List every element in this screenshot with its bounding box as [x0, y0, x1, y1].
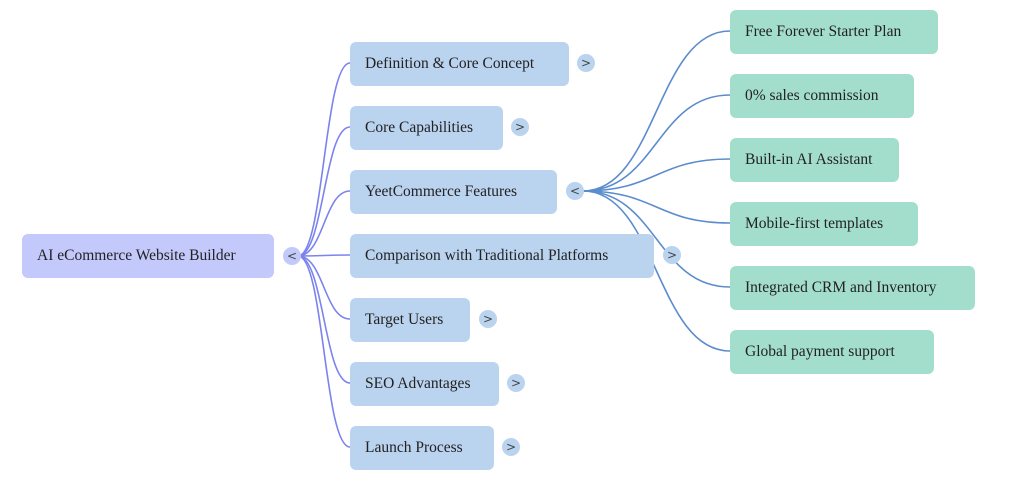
branch-node-comparison[interactable]: Comparison with Traditional Platforms: [350, 234, 654, 278]
branch-expand-toggle-seo-advantages[interactable]: >: [507, 374, 525, 392]
root-link-1: [297, 126, 351, 257]
chevron-right-icon: >: [514, 120, 526, 134]
chevron-right-icon: >: [505, 440, 517, 454]
branch-node-definition[interactable]: Definition & Core Concept: [350, 42, 569, 86]
branch-label: SEO Advantages: [365, 375, 471, 392]
chevron-right-icon: >: [666, 248, 678, 262]
leaf-node-crm-inventory[interactable]: Integrated CRM and Inventory: [730, 266, 975, 310]
feature-link-1: [582, 94, 731, 192]
branch-node-target-users[interactable]: Target Users: [350, 298, 470, 342]
root-link-2: [297, 190, 351, 257]
root-link-6: [297, 255, 351, 448]
branch-collapse-toggle-yeetcommerce-features[interactable]: <: [566, 182, 584, 200]
chevron-right-icon: >: [482, 312, 494, 326]
leaf-label: 0% sales commission: [745, 87, 879, 104]
chevron-right-icon: >: [580, 56, 592, 70]
feature-link-2: [582, 158, 731, 192]
root-node[interactable]: AI eCommerce Website Builder: [22, 234, 274, 278]
branch-label: Launch Process: [365, 439, 463, 456]
root-link-0: [297, 62, 351, 257]
branch-expand-toggle-definition[interactable]: >: [577, 54, 595, 72]
root-node-label: AI eCommerce Website Builder: [37, 247, 236, 264]
branch-node-launch-process[interactable]: Launch Process: [350, 426, 494, 470]
chevron-right-icon: >: [510, 376, 522, 390]
branch-node-seo-advantages[interactable]: SEO Advantages: [350, 362, 499, 406]
leaf-node-ai-assistant[interactable]: Built-in AI Assistant: [730, 138, 899, 182]
branch-label: Target Users: [365, 311, 444, 328]
branch-expand-toggle-comparison[interactable]: >: [663, 246, 681, 264]
branch-expand-toggle-core-capabilities[interactable]: >: [511, 118, 529, 136]
branch-label: Comparison with Traditional Platforms: [365, 247, 609, 264]
leaf-label: Global payment support: [745, 343, 895, 360]
root-link-3: [297, 254, 351, 257]
branch-node-yeetcommerce-features[interactable]: YeetCommerce Features: [350, 170, 557, 214]
leaf-label: Mobile-first templates: [745, 215, 884, 232]
root-link-5: [297, 255, 351, 384]
feature-link-4: [582, 190, 731, 288]
branch-label: YeetCommerce Features: [365, 183, 518, 200]
leaf-label: Free Forever Starter Plan: [745, 23, 902, 40]
chevron-left-icon: <: [569, 184, 581, 198]
branch-expand-toggle-launch-process[interactable]: >: [502, 438, 520, 456]
branch-label: Core Capabilities: [365, 119, 474, 136]
leaf-node-global-payment-support[interactable]: Global payment support: [730, 330, 934, 374]
chevron-left-icon: <: [286, 249, 298, 263]
leaf-label: Built-in AI Assistant: [745, 151, 873, 168]
leaf-node-mobile-first-templates[interactable]: Mobile-first templates: [730, 202, 918, 246]
branch-expand-toggle-target-users[interactable]: >: [479, 310, 497, 328]
leaf-node-free-forever-starter-plan[interactable]: Free Forever Starter Plan: [730, 10, 938, 54]
feature-link-0: [582, 30, 731, 192]
branch-node-core-capabilities[interactable]: Core Capabilities: [350, 106, 503, 150]
leaf-node-sales-commission[interactable]: 0% sales commission: [730, 74, 914, 118]
root-link-4: [297, 255, 351, 320]
feature-link-5: [582, 190, 731, 352]
branch-label: Definition & Core Concept: [365, 55, 535, 72]
root-collapse-toggle[interactable]: <: [283, 247, 301, 265]
leaf-label: Integrated CRM and Inventory: [745, 279, 937, 296]
feature-link-3: [582, 190, 731, 224]
